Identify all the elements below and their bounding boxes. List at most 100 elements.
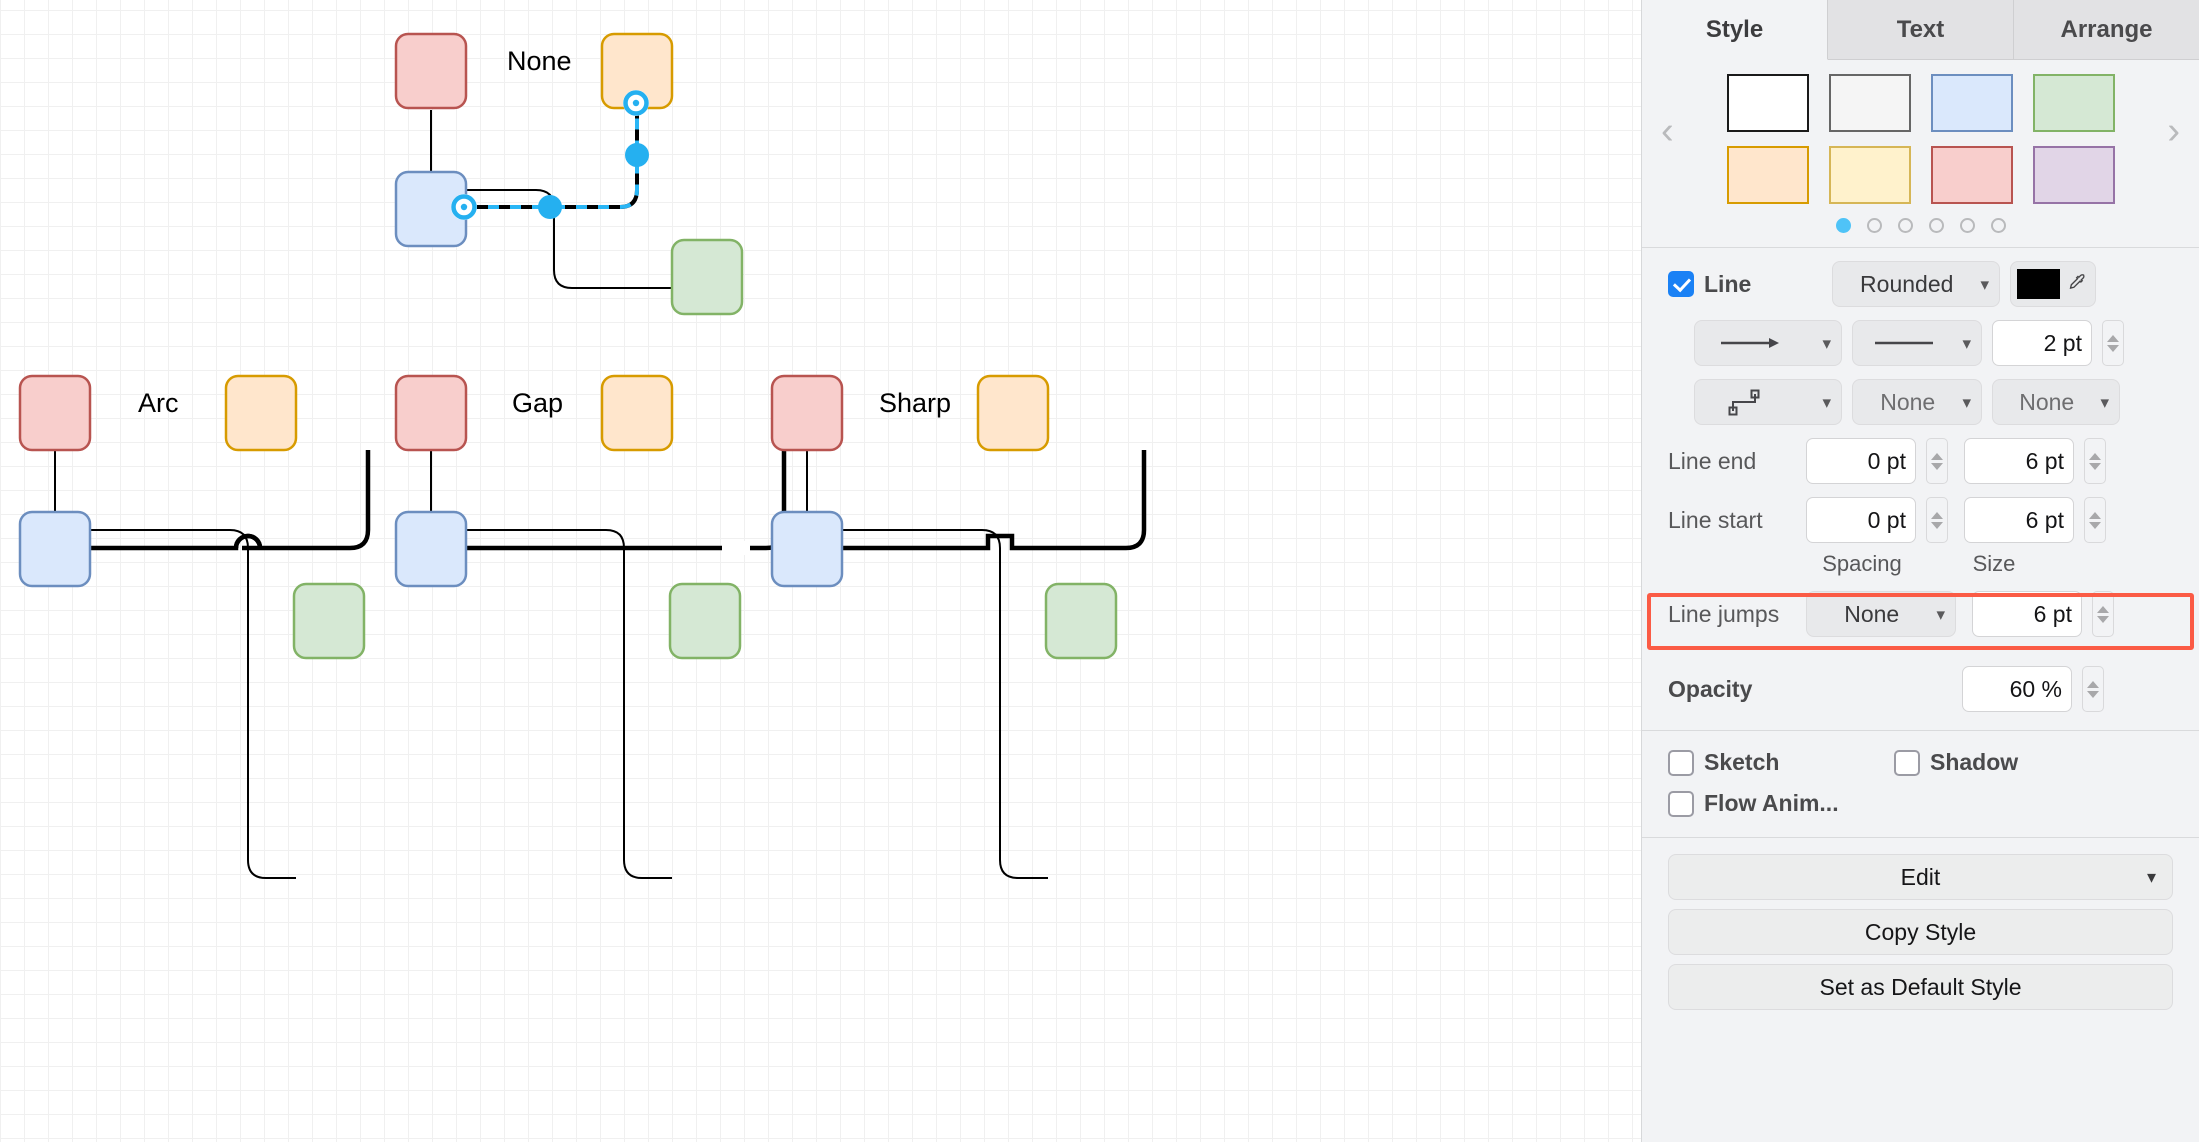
shape-orange-arc[interactable]	[224, 374, 298, 452]
line-end-arrow-select[interactable]: ▾	[1694, 320, 1842, 366]
line-dash-select[interactable]: ▾	[1852, 320, 1982, 366]
chevron-down-icon: ▾	[2100, 392, 2109, 412]
line-checkbox[interactable]	[1668, 271, 1694, 297]
line-start-row: Line start 0 pt 6 pt	[1642, 497, 2199, 543]
opacity-label: Opacity	[1668, 675, 1753, 702]
line-jumps-style-select[interactable]: None ▾	[1806, 591, 1956, 637]
line-end-spacing-input[interactable]: 0 pt	[1806, 438, 1916, 484]
line-jumps-size-input[interactable]: 6 pt	[1972, 591, 2082, 637]
shape-red-arc[interactable]	[18, 374, 92, 452]
line-jumps-style-value: None	[1844, 600, 1900, 627]
edge-red-green-arc[interactable]	[54, 450, 296, 879]
line-end-size-input[interactable]: 6 pt	[1964, 438, 2074, 484]
edge-midpoint-handle[interactable]	[625, 143, 649, 167]
eyedropper-icon	[2069, 274, 2085, 289]
palette-page-6[interactable]	[1990, 218, 2006, 233]
swatch-orange[interactable]	[1726, 146, 1809, 204]
line-start-size-input[interactable]: 6 pt	[1964, 497, 2074, 543]
line-start-size-stepper[interactable]	[2084, 497, 2106, 543]
edge-endpoint-handle-source[interactable]	[451, 194, 477, 220]
line-color-button[interactable]	[2010, 261, 2096, 307]
swatch-blue[interactable]	[1930, 74, 2013, 132]
flow-animation-label: Flow Anim...	[1704, 790, 1839, 816]
sketch-checkbox[interactable]	[1668, 749, 1694, 776]
line-start-spacing-input[interactable]: 0 pt	[1806, 497, 1916, 543]
line-jumps-size-stepper[interactable]	[2092, 591, 2114, 637]
line-row: Line Rounded ▾	[1642, 261, 2199, 307]
palette-page-4[interactable]	[1928, 218, 1944, 233]
line-width-input[interactable]: 2 pt	[1992, 320, 2092, 366]
edge-blue-orange-gap[interactable]	[466, 450, 787, 551]
shape-orange-sharp[interactable]	[976, 374, 1050, 452]
shape-green-arc[interactable]	[292, 582, 366, 660]
waypoint-style-select[interactable]: ▾	[1694, 379, 1842, 425]
edge-red-green-sharp[interactable]	[806, 450, 1048, 879]
shape-red-none[interactable]	[394, 32, 468, 110]
edit-button[interactable]: Edit ▾	[1668, 854, 2173, 900]
copy-style-button[interactable]: Copy Style	[1668, 909, 2173, 955]
tab-arrange[interactable]: Arrange	[2014, 0, 2199, 60]
group-arc	[18, 374, 371, 879]
swatch-yellow[interactable]	[1828, 146, 1911, 204]
palette-divider	[1642, 247, 2199, 248]
tab-text[interactable]: Text	[1828, 0, 2014, 60]
chevron-right-icon[interactable]: ›	[2167, 110, 2180, 152]
set-as-default-style-button[interactable]: Set as Default Style	[1668, 964, 2173, 1010]
line-arrow-row: ▾ ▾ 2 pt	[1642, 320, 2199, 366]
line-start-spacing-stepper[interactable]	[1926, 497, 1948, 543]
shape-blue-gap[interactable]	[394, 510, 468, 588]
swatch-white[interactable]	[1726, 74, 1809, 132]
edge-blue-orange-selected[interactable]	[466, 106, 639, 209]
line-style-select[interactable]: Rounded ▾	[1832, 261, 2000, 307]
action-buttons: Edit ▾ Copy Style Set as Default Style	[1642, 854, 2199, 1010]
line-end-spacing-stepper[interactable]	[1926, 438, 1948, 484]
palette-pagination	[1642, 218, 2199, 233]
edge-midpoint-handle[interactable]	[538, 195, 562, 219]
shape-green-gap[interactable]	[668, 582, 742, 660]
arrow-right-icon	[1721, 338, 1779, 348]
edge-endpoint-handle-target[interactable]	[623, 90, 649, 116]
swatch-red[interactable]	[1930, 146, 2013, 204]
toggles-divider	[1642, 837, 2199, 838]
line-start-arrow-select[interactable]: None ▾	[1852, 379, 1982, 425]
palette-page-2[interactable]	[1866, 218, 1882, 233]
swatch-purple[interactable]	[2032, 146, 2115, 204]
line-end-size-stepper[interactable]	[2084, 438, 2106, 484]
shadow-checkbox[interactable]	[1894, 749, 1920, 776]
palette-page-3[interactable]	[1897, 218, 1913, 233]
shape-blue-sharp[interactable]	[770, 510, 844, 588]
swatch-light-gray[interactable]	[1828, 74, 1911, 132]
swatch-green[interactable]	[2032, 74, 2115, 132]
shape-orange-gap[interactable]	[600, 374, 674, 452]
palette-page-1[interactable]	[1835, 218, 1851, 233]
opacity-input[interactable]: 60 %	[1962, 666, 2072, 712]
chevron-left-icon[interactable]: ‹	[1661, 110, 1674, 152]
flow-animation-checkbox[interactable]	[1668, 790, 1694, 817]
diagram-canvas[interactable]: None Arc Gap Sharp	[0, 0, 1641, 1142]
line-width-stepper[interactable]	[2102, 320, 2124, 366]
edge-blue-orange-arc[interactable]	[90, 450, 371, 551]
style-palette: ‹ ›	[1642, 60, 2199, 248]
line-jumps-label: Line jumps	[1668, 600, 1780, 627]
column-header-size: Size	[1972, 551, 2016, 576]
shape-green-none[interactable]	[670, 238, 744, 316]
panel-tabs: Style Text Arrange	[1642, 0, 2199, 60]
chevron-down-icon: ▾	[1822, 333, 1831, 353]
line-end-arrow-value: None	[2019, 388, 2075, 415]
edge-blue-orange-arc-jump[interactable]	[233, 533, 263, 549]
line-end-arrow-select-2[interactable]: None ▾	[1992, 379, 2120, 425]
edge-blue-orange-sharp[interactable]	[842, 450, 1147, 551]
palette-page-5[interactable]	[1959, 218, 1975, 233]
edge-blue-orange-selected-dash[interactable]	[466, 106, 639, 209]
shape-red-sharp[interactable]	[770, 374, 844, 452]
shape-green-sharp[interactable]	[1044, 582, 1118, 660]
group-sharp	[770, 374, 1147, 879]
tab-style[interactable]: Style	[1642, 0, 1828, 60]
opacity-stepper[interactable]	[2082, 666, 2104, 712]
group-label-none: None	[507, 46, 572, 76]
edge-red-green-gap[interactable]	[430, 450, 672, 879]
shape-blue-arc[interactable]	[18, 510, 92, 588]
column-header-spacing: Spacing	[1822, 551, 1902, 576]
shape-red-gap[interactable]	[394, 374, 468, 452]
